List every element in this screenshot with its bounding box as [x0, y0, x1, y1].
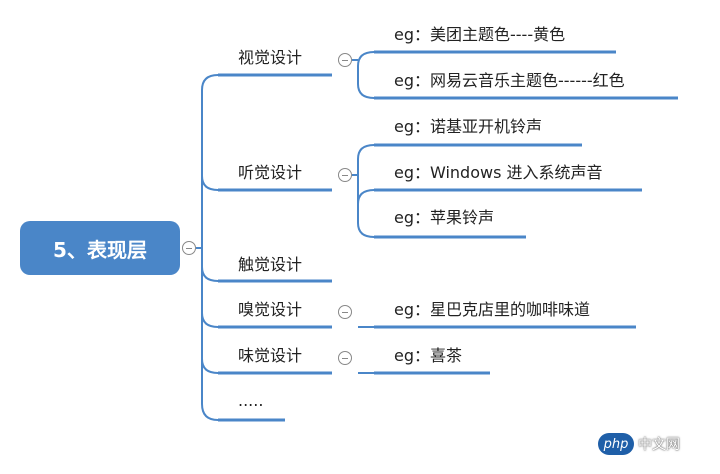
- collapse-minus-icon[interactable]: [182, 241, 196, 255]
- leaf-curve: [357, 83, 375, 99]
- leaf-curve: [357, 51, 375, 67]
- leaf-auditory-apple[interactable]: eg：苹果铃声: [394, 208, 495, 227]
- collapse-minus-icon[interactable]: [338, 168, 352, 182]
- collapse-minus-icon[interactable]: [338, 53, 352, 67]
- collapse-minus-icon[interactable]: [338, 351, 352, 365]
- watermark-text: 中文网: [638, 437, 680, 453]
- leaf-curve: [357, 222, 375, 238]
- branch-olfactory-label[interactable]: 嗅觉设计: [238, 300, 303, 319]
- branch-more-label[interactable]: .....: [238, 391, 264, 410]
- leaf-auditory-windows[interactable]: eg：Windows 进入系统声音: [394, 163, 603, 182]
- branch-trunk: [201, 74, 219, 421]
- branch-gustatory-label[interactable]: 味觉设计: [238, 346, 303, 365]
- leaf-visual-netease[interactable]: eg：网易云音乐主题色------红色: [394, 71, 625, 90]
- leaf-gustatory-heytea[interactable]: eg：喜茶: [394, 346, 463, 365]
- root-node-label: 5、表现层: [53, 237, 147, 262]
- leaf-curve: [357, 189, 375, 205]
- branch-curve: [201, 175, 219, 191]
- branch-curve: [201, 312, 219, 328]
- collapse-minus-icon[interactable]: [338, 305, 352, 319]
- branch-curve: [201, 358, 219, 374]
- leaf-curve: [357, 144, 375, 160]
- php-watermark: php 中文网: [598, 433, 680, 455]
- php-logo: php: [598, 433, 634, 455]
- branch-tactile-label[interactable]: 触觉设计: [238, 255, 303, 274]
- toggle-link: [352, 312, 376, 327]
- leaf-visual-meituan[interactable]: eg：美团主题色----黄色: [394, 25, 566, 44]
- branch-auditory-label[interactable]: 听觉设计: [238, 163, 303, 182]
- root-node[interactable]: 5、表现层: [20, 221, 180, 275]
- branch-curve: [201, 266, 219, 282]
- branch-visual-label[interactable]: 视觉设计: [238, 48, 303, 67]
- leaf-olfactory-starbucks[interactable]: eg：星巴克店里的咖啡味道: [394, 300, 591, 319]
- leaf-auditory-nokia[interactable]: eg：诺基亚开机铃声: [394, 117, 543, 136]
